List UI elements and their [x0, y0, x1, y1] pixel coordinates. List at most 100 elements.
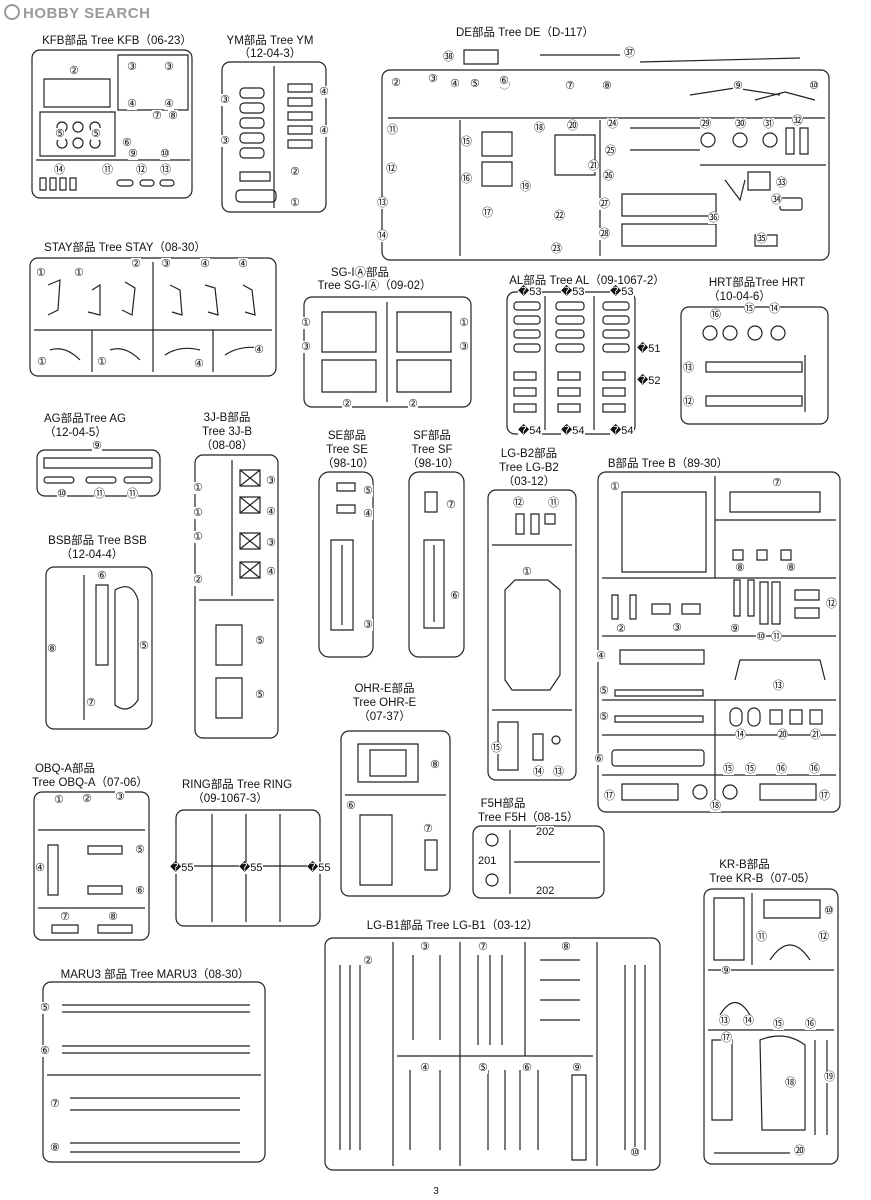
- part-number: ①: [36, 267, 46, 279]
- part-number: ④: [596, 650, 606, 662]
- part-number: ㉝: [776, 177, 787, 189]
- part-number: ⑰: [819, 790, 830, 802]
- part-number: ㉔: [607, 118, 618, 130]
- tree-sub-krb: Tree KR-B（07-05）: [709, 873, 816, 885]
- tree-sub-se: Tree SE: [326, 444, 368, 456]
- tree-sub2-ohre: （07-37）: [358, 711, 411, 723]
- part-number: ④: [450, 78, 460, 90]
- tree-title-de: DE部品 Tree DE（D-117）: [455, 27, 595, 39]
- tree-sub2-3jb: （08-08）: [200, 440, 254, 452]
- part-number: ⑧: [108, 911, 118, 923]
- tree-sub-sf: Tree SF: [411, 444, 453, 456]
- part-number: ⑩: [809, 80, 819, 92]
- part-number: ㉙: [700, 118, 711, 130]
- logo-icon: [4, 4, 20, 20]
- part-number: ②: [408, 398, 418, 410]
- part-number: ④: [363, 508, 373, 520]
- tree-frame-al: [507, 292, 635, 434]
- part-number: ⑤: [255, 635, 265, 647]
- part-number: ⑥: [346, 800, 356, 812]
- part-number: ⑮: [491, 742, 502, 754]
- part-number: ①: [74, 267, 84, 279]
- part-number: ③: [428, 73, 438, 85]
- part-number: ①: [301, 317, 311, 329]
- part-number: ⑤: [91, 128, 101, 140]
- part-number: ⑥: [122, 137, 132, 149]
- part-number: ④: [194, 358, 204, 370]
- part-number: ⑦: [423, 823, 433, 835]
- part-number: ③: [115, 791, 125, 803]
- part-number: ⑮: [745, 763, 756, 775]
- part-number: ㉕: [605, 145, 616, 157]
- part-number: ㊳: [443, 51, 454, 63]
- part-number: ⑱: [534, 122, 545, 134]
- part-number: ⑯: [809, 763, 820, 775]
- tree-frame-de: [382, 50, 829, 260]
- part-number: ⑯: [461, 173, 472, 185]
- part-number: ④: [127, 98, 137, 110]
- part-number: �54: [610, 425, 634, 437]
- part-number: �53: [561, 286, 585, 298]
- part-number: ①: [459, 317, 469, 329]
- part-number: ⑧: [168, 110, 178, 122]
- part-number: ⑨: [733, 80, 743, 92]
- tree-sub-ym: （12-04-3）: [238, 48, 302, 60]
- tree-frame-ohre: [341, 731, 450, 896]
- tree-sub-hrt: （10-04-6）: [708, 291, 771, 303]
- tree-title-ohre: OHR-E部品: [354, 683, 415, 695]
- part-number: ⑧: [50, 1142, 60, 1154]
- part-number: ㉑: [588, 160, 599, 172]
- tree-frame-3jb: [195, 455, 278, 738]
- part-number: ⑯: [710, 309, 721, 321]
- tree-title-obqa: OBQ-A部品: [34, 763, 96, 775]
- tree-title-se: SE部品: [327, 430, 367, 442]
- part-number: ⑦: [50, 1098, 60, 1110]
- part-number: ④: [266, 566, 276, 578]
- tree-sub-f5h: Tree F5H（08-15）: [478, 812, 579, 824]
- part-number: ②: [69, 65, 79, 77]
- part-number: ⑪: [771, 631, 782, 643]
- tree-sub2-se: （98-10）: [322, 458, 375, 470]
- part-number: ⑤: [255, 689, 265, 701]
- part-number: ①: [193, 531, 203, 543]
- part-number: 201: [478, 855, 497, 867]
- part-number: ㉟: [756, 233, 767, 245]
- part-number: ⑳: [567, 120, 578, 132]
- part-number: ⑨: [721, 965, 731, 977]
- part-number: ⑩: [756, 631, 766, 643]
- part-number: ⑥: [97, 570, 107, 582]
- tree-sub-ohre: Tree OHR-E: [352, 697, 417, 709]
- part-number: ⑤: [139, 640, 149, 652]
- part-number: ⑤: [40, 1002, 50, 1014]
- part-number: ⑰: [482, 207, 493, 219]
- tree-title-hrt: HRT部品Tree HRT: [708, 277, 806, 289]
- part-number: ⑥: [594, 753, 604, 765]
- part-number: ㉛: [763, 118, 774, 130]
- part-number: ④: [164, 98, 174, 110]
- part-number: ⑨: [92, 440, 102, 452]
- part-number: ⑧: [430, 759, 440, 771]
- part-number: ㉓: [551, 243, 562, 255]
- tree-title-al: AL部品 Tree AL（09-1067-2）: [509, 275, 665, 287]
- part-number: �55: [307, 862, 331, 874]
- tree-frame-sf: [409, 472, 464, 657]
- part-number: ⑮: [773, 1018, 784, 1030]
- part-number: ⑪: [387, 124, 398, 136]
- part-number: ㉞: [771, 194, 782, 206]
- part-number: ③: [672, 622, 682, 634]
- part-number: ⑤: [599, 711, 609, 723]
- part-number: ⑨: [730, 623, 740, 635]
- part-number: ㉘: [599, 228, 610, 240]
- tree-title-3jb: 3J-B部品: [203, 412, 251, 424]
- part-number: ①: [37, 356, 47, 368]
- tree-sub-bsb: （12-04-4）: [60, 549, 124, 561]
- watermark: HOBBY SEARCH: [4, 4, 150, 22]
- part-number: ⑬: [553, 766, 564, 778]
- part-number: �53: [518, 286, 542, 298]
- part-number: ①: [610, 481, 620, 493]
- part-number: ①: [193, 507, 203, 519]
- part-number: ⑰: [604, 790, 615, 802]
- part-number: ⑬: [377, 197, 388, 209]
- part-number: �53: [610, 286, 634, 298]
